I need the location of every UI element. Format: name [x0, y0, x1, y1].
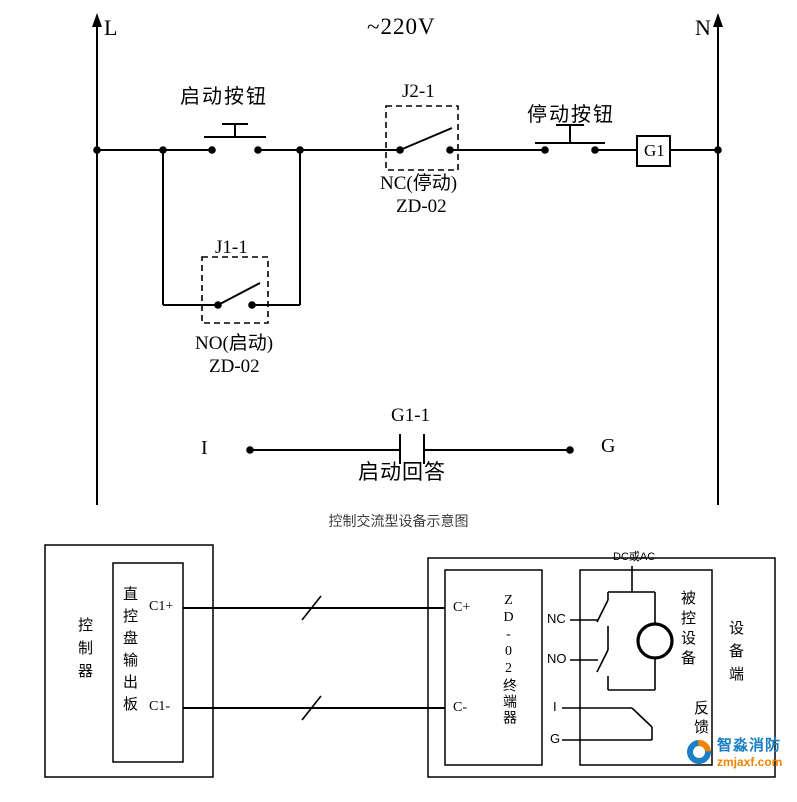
answer-g-label: G	[601, 435, 616, 457]
j2-type-label: NC(停动)	[380, 173, 458, 194]
j1-device-label: ZD-02	[209, 356, 260, 377]
junction-dots	[93, 146, 722, 454]
answer-rung	[250, 434, 570, 464]
relay-coil-label: G1	[644, 141, 665, 160]
watermark-site: zmjaxf.com	[717, 755, 783, 769]
device-internals	[570, 566, 674, 691]
c-plus-label: C+	[453, 600, 471, 615]
controller-box	[44, 544, 214, 778]
stop-button-label: 停动按钮	[527, 104, 615, 126]
answer-i-label: I	[201, 437, 208, 459]
answer-title-label: 启动回答	[358, 460, 446, 484]
nc-terminal-label: NC	[547, 611, 566, 626]
feedback-label: 反馈	[692, 700, 708, 738]
device-side-label: 设备端	[727, 620, 743, 689]
i-terminal-label: I	[553, 699, 557, 714]
phase-l-label: L	[104, 15, 118, 40]
watermark-text: 智淼消防 zmjaxf.com	[717, 734, 782, 769]
j1-type-label: NO(启动)	[195, 333, 274, 354]
feedback-contact	[562, 707, 653, 741]
output-board-box	[112, 562, 184, 763]
voltage-label: ~220V	[367, 14, 436, 39]
diagram-caption: 控制交流型设备示意图	[328, 513, 469, 529]
c1-plus-label: C1+	[149, 599, 174, 614]
c1-minus-label: C1-	[149, 699, 170, 714]
watermark-logo-icon	[686, 739, 712, 765]
terminal-box	[444, 569, 543, 766]
j1-branch	[162, 150, 301, 324]
controller-label: 控制器	[76, 617, 92, 686]
no-terminal-label: NO	[547, 651, 567, 666]
j2-contact-label: J2-1	[402, 81, 435, 102]
j2-contact-symbol	[385, 105, 459, 171]
load-symbol	[636, 622, 674, 660]
j2-device-label: ZD-02	[396, 196, 447, 217]
start-button-label: 启动按钮	[180, 86, 268, 108]
interconnect-wires	[183, 595, 445, 721]
phase-n-label: N	[695, 15, 711, 40]
terminal-unit-label: ZD-02终端器	[501, 593, 516, 726]
answer-contact-label: G1-1	[391, 405, 431, 426]
g-terminal-label: G	[550, 731, 561, 746]
device-side-box	[427, 557, 776, 778]
rail-arrows	[92, 13, 723, 27]
g1-coil-box	[636, 135, 671, 167]
watermark-brand: 智淼消防	[717, 737, 782, 754]
controlled-device-label: 被控设备	[679, 590, 695, 670]
c-minus-label: C-	[453, 700, 467, 715]
start-button-symbol	[204, 123, 266, 138]
j1-contact-label: J1-1	[215, 237, 248, 258]
power-type-label: DC或AC	[613, 551, 656, 563]
controlled-device-box	[579, 569, 713, 766]
stop-button-symbol	[535, 124, 605, 144]
output-board-label: 直控盘输出板	[121, 586, 137, 718]
watermark: 智淼消防 zmjaxf.com	[686, 734, 782, 769]
